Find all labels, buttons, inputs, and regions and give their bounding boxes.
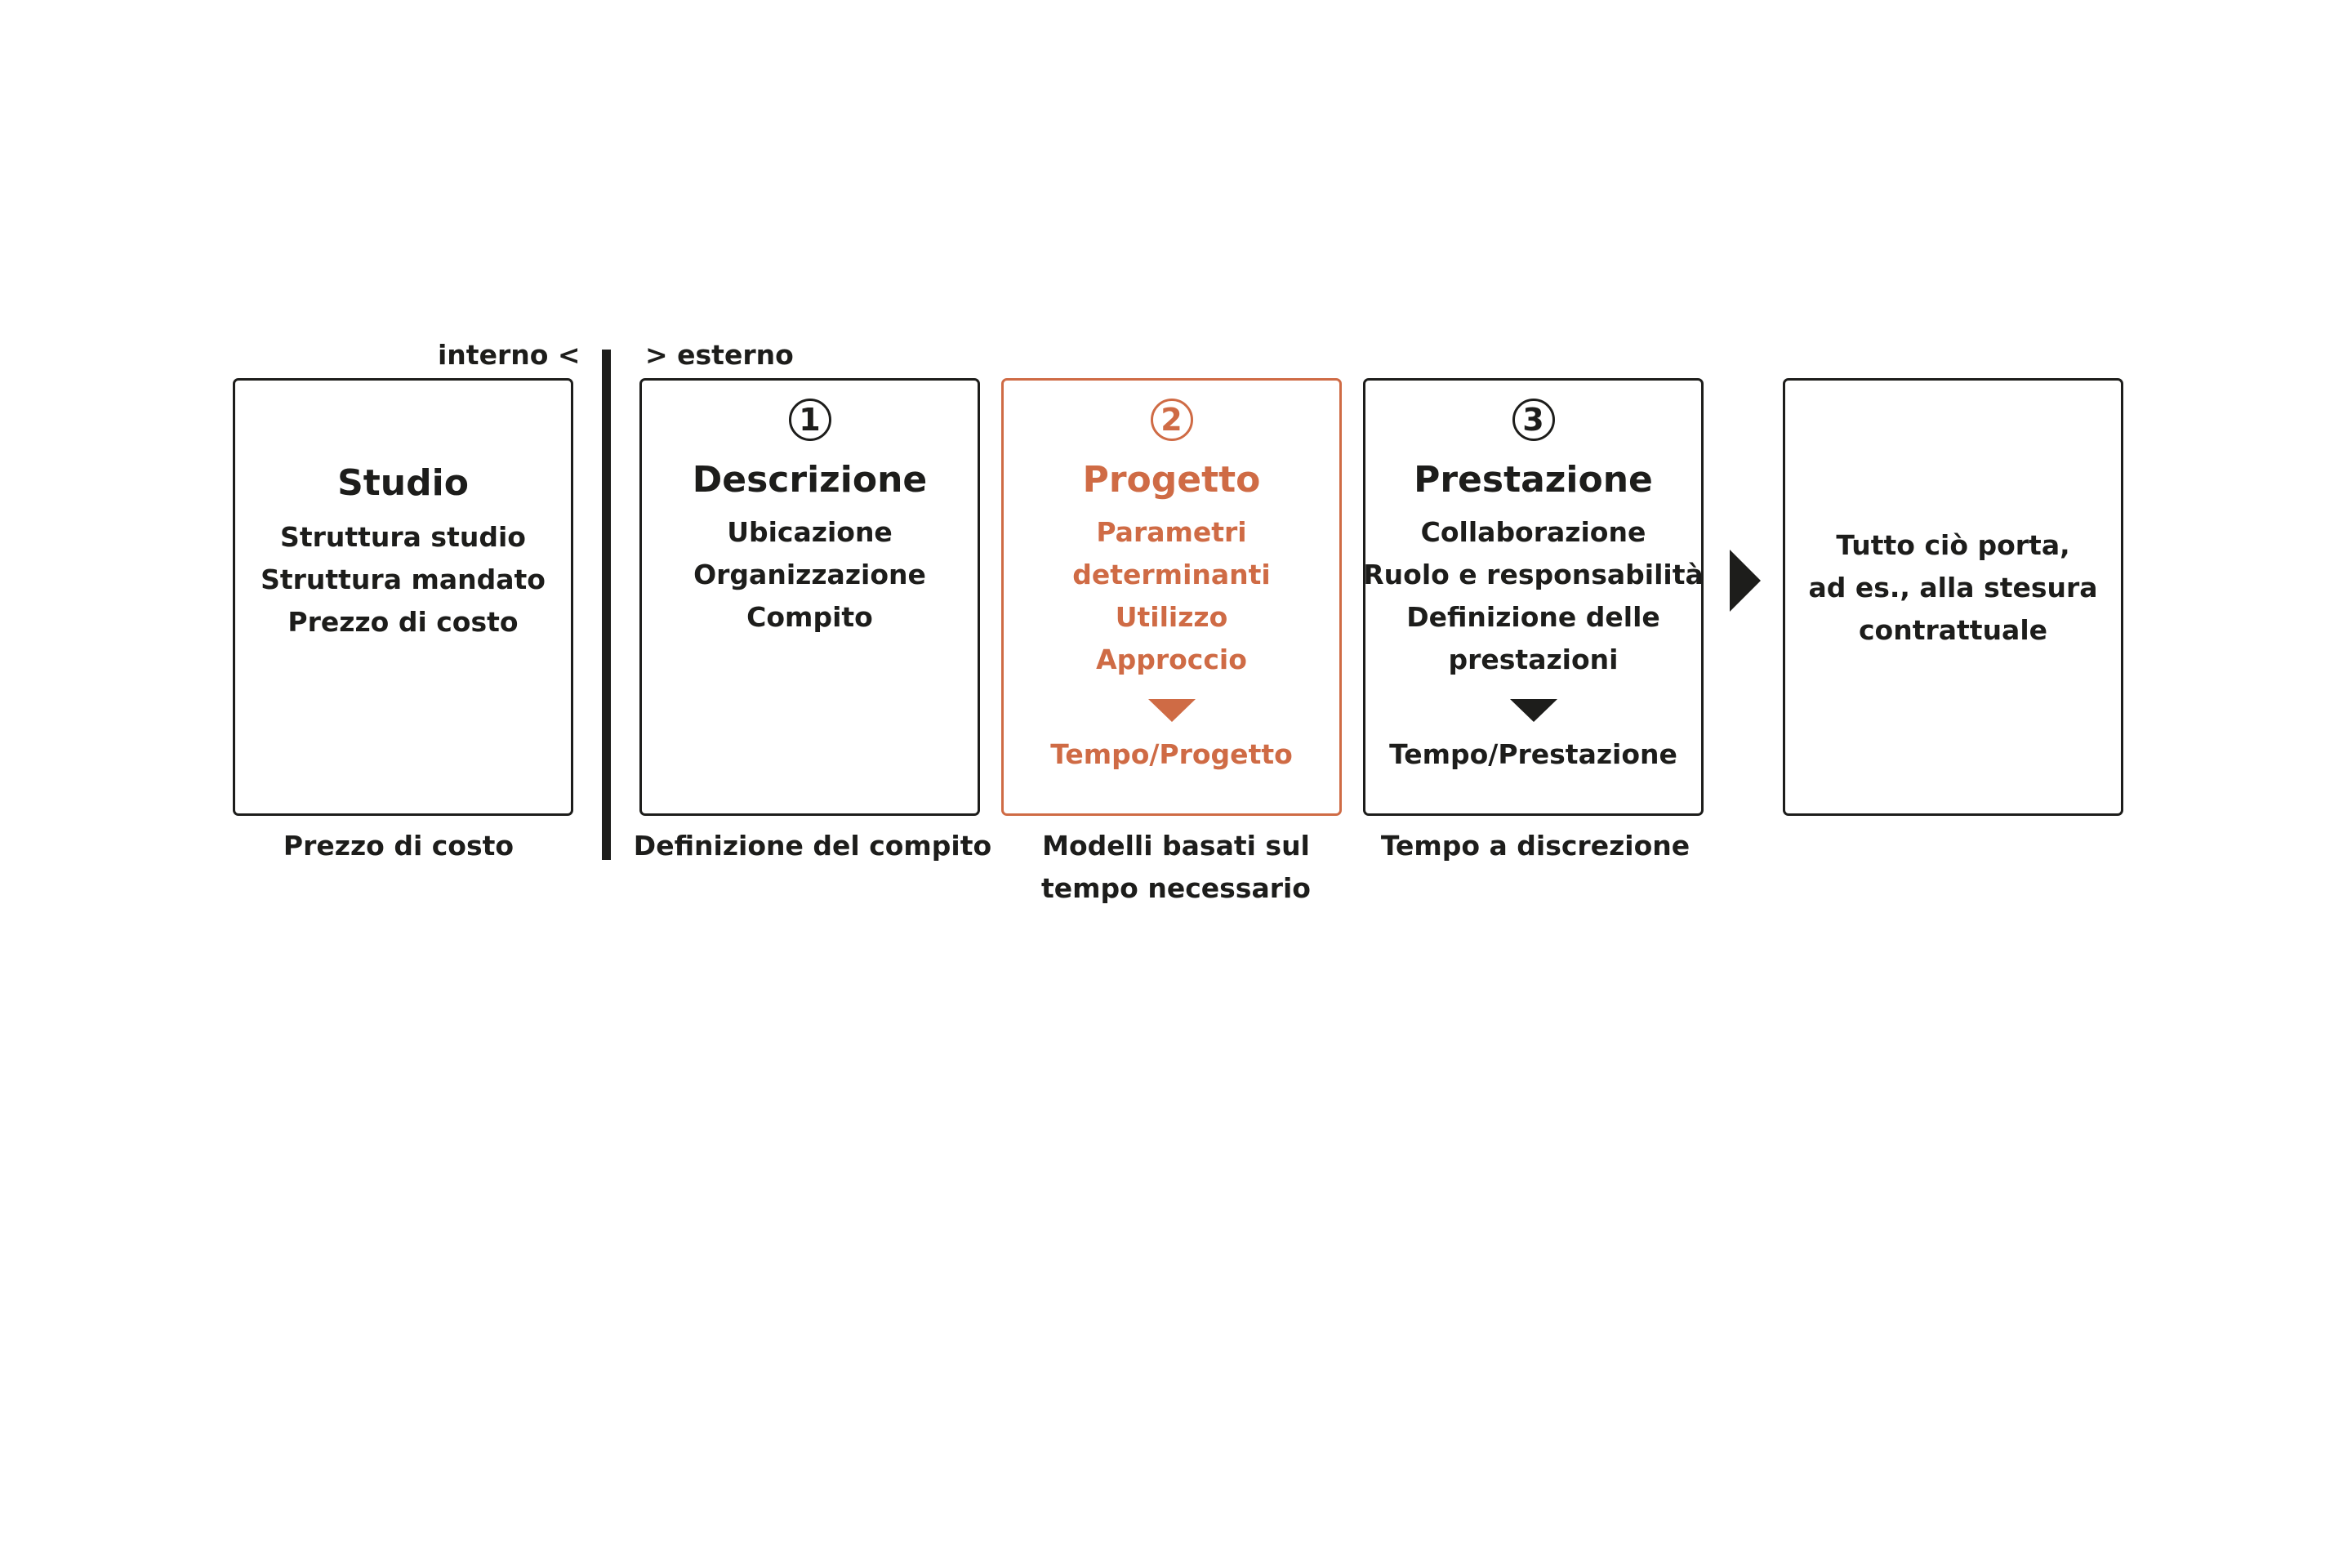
progetto-title: Progetto <box>1082 459 1261 501</box>
conclusione-box: Tutto ciò porta, ad es., alla stesura co… <box>1783 378 2123 816</box>
progetto-box: 2 Progetto Parametri determinanti Utiliz… <box>1001 378 1342 816</box>
descrizione-title: Descrizione <box>692 459 928 501</box>
conclusione-line-2: ad es., alla stesura <box>1808 572 2098 604</box>
studio-title: Studio <box>337 462 469 504</box>
triangle-right-icon <box>1730 550 1761 612</box>
prestazione-result: Tempo/Prestazione <box>1389 738 1677 770</box>
prestazione-line-4: prestazioni <box>1448 644 1619 675</box>
descrizione-line-2: Organizzazione <box>693 559 926 590</box>
descrizione-line-3: Compito <box>746 601 873 633</box>
step-1-badge: 1 <box>788 399 831 441</box>
conclusione-line-3: contrattuale <box>1858 614 2048 646</box>
progetto-caption-line-2: tempo necessario <box>1041 872 1311 904</box>
progetto-line-4: Approccio <box>1096 644 1247 675</box>
studio-box: Studio Struttura studio Struttura mandat… <box>233 378 573 816</box>
studio-line-2: Struttura mandato <box>261 564 546 595</box>
prestazione-line-3: Definizione delle <box>1406 601 1660 633</box>
prestazione-box: 3 Prestazione Collaborazione Ruolo e res… <box>1363 378 1704 816</box>
progetto-caption: Modelli basati sul tempo necessario <box>996 825 1356 910</box>
prestazione-line-1: Collaborazione <box>1420 516 1646 548</box>
descrizione-box: 1 Descrizione Ubicazione Organizzazione … <box>639 378 980 816</box>
conclusione-line-1: Tutto ciò porta, <box>1836 529 2070 561</box>
prestazione-caption: Tempo a discrezione <box>1380 830 1690 862</box>
progetto-line-1: Parametri <box>1096 516 1247 548</box>
progetto-caption-line-1: Modelli basati sul <box>1042 830 1310 862</box>
internal-label: interno < <box>438 339 581 371</box>
internal-external-divider <box>602 350 611 860</box>
progetto-result: Tempo/Progetto <box>1050 738 1293 770</box>
triangle-down-icon <box>1509 699 1557 722</box>
descrizione-caption: Definizione del compito <box>633 830 992 862</box>
step-3-badge: 3 <box>1512 399 1555 441</box>
studio-line-3: Prezzo di costo <box>287 606 519 638</box>
external-label: > esterno <box>645 339 794 371</box>
prestazione-title: Prestazione <box>1414 459 1653 501</box>
progetto-line-3: Utilizzo <box>1115 601 1228 633</box>
triangle-down-icon <box>1147 699 1196 722</box>
progetto-line-2: determinanti <box>1072 559 1271 590</box>
descrizione-line-1: Ubicazione <box>727 516 893 548</box>
step-2-badge: 2 <box>1150 399 1193 441</box>
prestazione-line-2: Ruolo e responsabilità <box>1363 559 1704 590</box>
studio-caption: Prezzo di costo <box>283 830 514 862</box>
studio-line-1: Struttura studio <box>280 521 526 553</box>
